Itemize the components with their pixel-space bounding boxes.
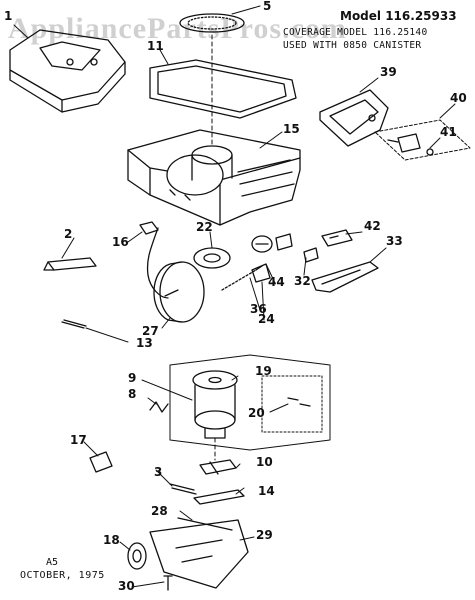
- motor-assembly: [169, 354, 331, 461]
- diagram-date: OCTOBER, 1975: [20, 570, 105, 581]
- callout-44: 44: [268, 275, 285, 289]
- callout-22: 22: [196, 220, 213, 234]
- part-22-bushing: [193, 247, 231, 269]
- part-32-switch-part: [275, 233, 319, 263]
- callout-14: 14: [258, 484, 275, 498]
- callout-29: 29: [256, 528, 273, 542]
- callout-10: 10: [256, 455, 273, 469]
- part-33-handle: [311, 261, 379, 293]
- part-17-switch: [89, 451, 113, 473]
- callout-24: 24: [258, 312, 275, 326]
- callout-2: 2: [64, 227, 73, 241]
- callout-42: 42: [364, 219, 381, 233]
- callout-13: 13: [136, 336, 153, 350]
- part-42-connector: [321, 229, 353, 247]
- callout-28: 28: [151, 504, 168, 518]
- callout-36: 36: [250, 302, 267, 316]
- part-2-bracket: [43, 257, 97, 271]
- leader-lines: [13, 5, 456, 588]
- callout-1: 1: [4, 9, 13, 23]
- part-1-top-cover: [9, 29, 126, 113]
- callout-39: 39: [380, 65, 397, 79]
- diagram-code: A5: [46, 557, 59, 568]
- part-29-base-plate: [149, 519, 249, 589]
- callout-30: 30: [118, 579, 135, 593]
- part-5-filter: [179, 13, 245, 33]
- part-24-switch: [251, 263, 271, 283]
- callout-40: 40: [450, 91, 467, 105]
- callout-9: 9: [128, 371, 137, 385]
- part-8-spring: [149, 401, 169, 413]
- callout-16: 16: [112, 235, 129, 249]
- part-11-gasket: [149, 59, 297, 119]
- model-title: Model 116.25933: [340, 9, 457, 23]
- callout-8: 8: [128, 387, 137, 401]
- callout-15: 15: [283, 122, 300, 136]
- callout-18: 18: [103, 533, 120, 547]
- part-3-bar: [169, 483, 197, 495]
- part-13-pin: [61, 319, 87, 329]
- part-27-cord-reel: [153, 261, 205, 323]
- part-14-seal: [193, 489, 245, 505]
- usage-note: USED WITH 0850 CANISTER: [283, 40, 422, 51]
- coverage-note: COVERAGE MODEL 116.25140: [283, 27, 428, 38]
- callout-19: 19: [255, 364, 272, 378]
- part-15-canister-body: [127, 34, 301, 226]
- callout-33: 33: [386, 234, 403, 248]
- callout-32: 32: [294, 274, 311, 288]
- part-44-knob: [251, 235, 273, 253]
- callout-17: 17: [70, 433, 87, 447]
- part-40-41-clip: [374, 119, 471, 161]
- callout-5: 5: [263, 0, 272, 13]
- part-39-grille: [319, 89, 389, 147]
- callout-41: 41: [440, 125, 457, 139]
- callout-11: 11: [147, 39, 164, 53]
- part-18-wheel: [127, 542, 147, 570]
- part-36-screw: [221, 265, 263, 291]
- part-30-screw: [163, 575, 173, 591]
- callout-3: 3: [154, 465, 163, 479]
- callout-27: 27: [142, 324, 159, 338]
- callout-20: 20: [248, 406, 265, 420]
- part-10-fan: [199, 459, 237, 475]
